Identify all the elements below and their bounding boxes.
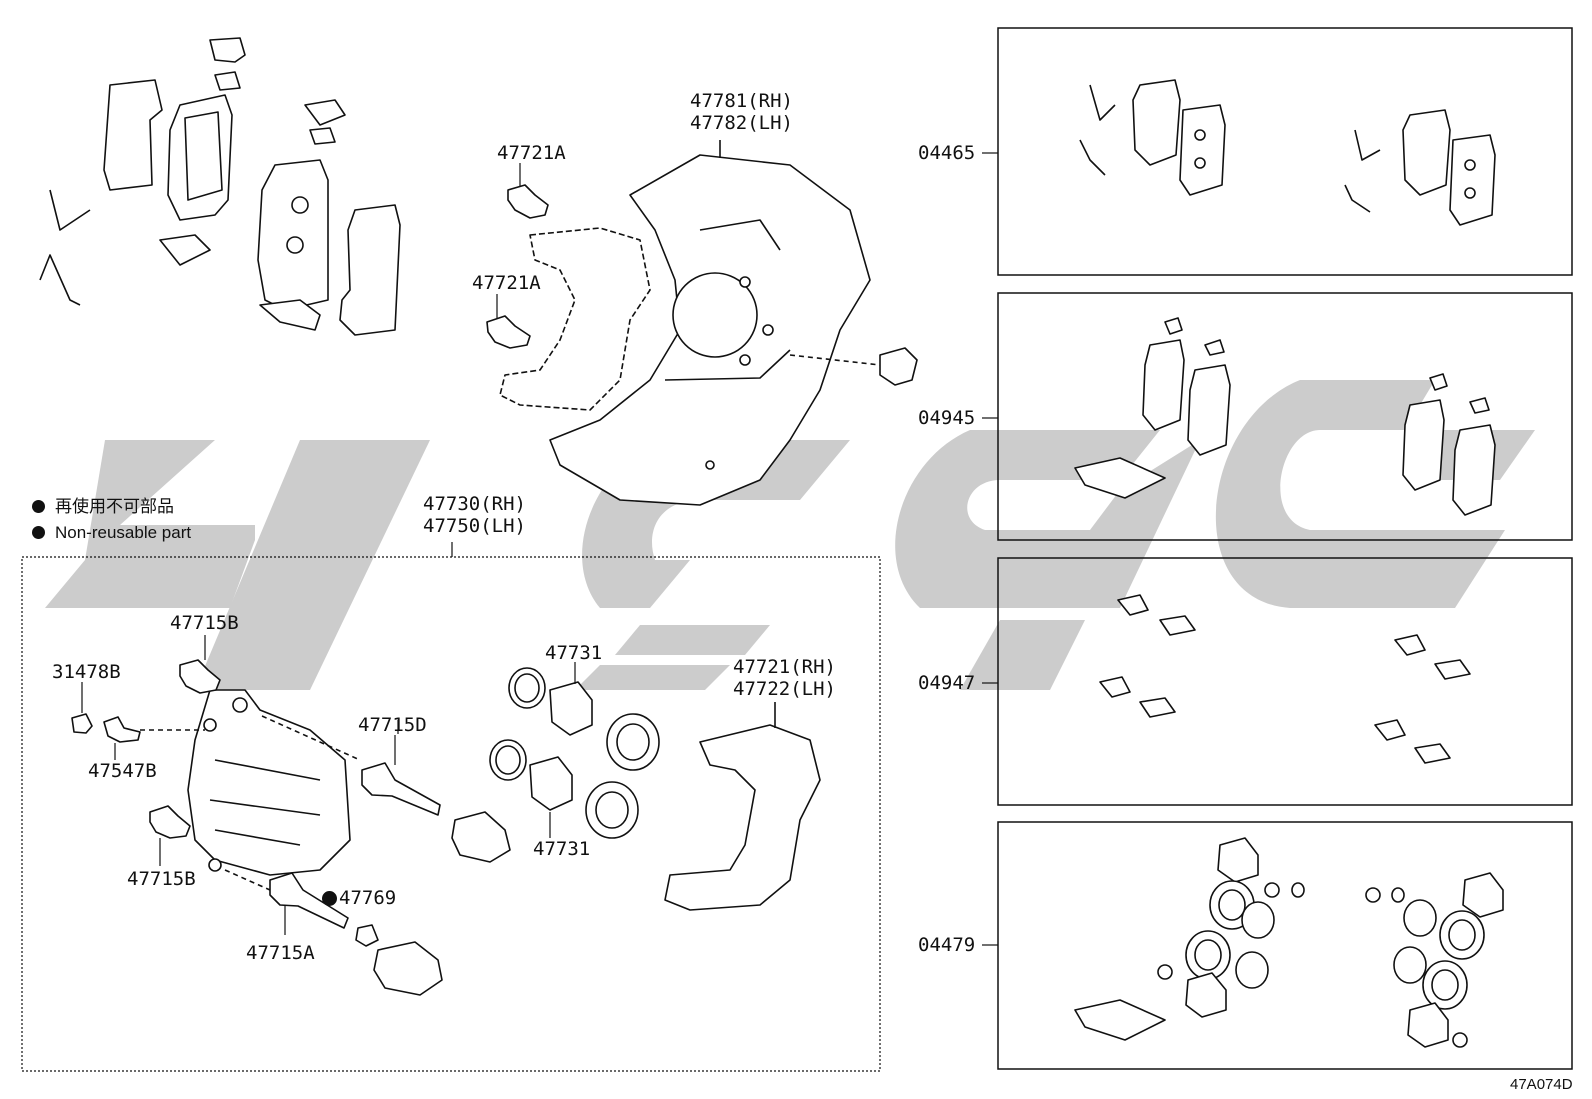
part-label-47750-lh[interactable]: 47750(LH): [423, 515, 526, 537]
kit-label-04947[interactable]: 04947: [918, 672, 976, 694]
kit-label-04945[interactable]: 04945: [918, 407, 976, 429]
part-label-47547b[interactable]: 47547B: [88, 760, 157, 782]
part-label-47769[interactable]: 47769: [322, 887, 396, 909]
kit-leader-lines: [982, 152, 998, 946]
part-label-47731-top[interactable]: 47731: [545, 642, 603, 664]
kit-boxes: [997, 27, 1573, 1070]
part-label-47722-lh[interactable]: 47722(LH): [733, 678, 836, 700]
part-label-47769-text: 47769: [339, 887, 397, 909]
kit-label-04465[interactable]: 04465: [918, 142, 976, 164]
legend-japanese: 再使用不可部品: [32, 496, 174, 518]
part-label-47721a-mid[interactable]: 47721A: [472, 272, 541, 294]
part-label-47715d[interactable]: 47715D: [358, 714, 427, 736]
parts-line-art: [39, 37, 1504, 1048]
part-label-47715b-bottom[interactable]: 47715B: [127, 868, 196, 890]
non-reusable-dot-icon: [32, 526, 45, 539]
part-label-47781-rh[interactable]: 47781(RH): [690, 90, 793, 112]
part-label-47782-lh[interactable]: 47782(LH): [690, 112, 793, 134]
caliper-assembly-box: [21, 542, 881, 1072]
legend-english-text: Non-reusable part: [55, 523, 192, 542]
non-reusable-dot-icon: [322, 891, 337, 906]
kit-label-04479[interactable]: 04479: [918, 934, 976, 956]
part-label-47715b-top[interactable]: 47715B: [170, 612, 239, 634]
part-label-47721-rh[interactable]: 47721(RH): [733, 656, 836, 678]
label-leader-lines: [81, 163, 576, 935]
part-label-47731-bottom[interactable]: 47731: [533, 838, 591, 860]
part-label-47730-rh[interactable]: 47730(RH): [423, 493, 526, 515]
legend-english: Non-reusable part: [32, 522, 191, 544]
legend-japanese-text: 再使用不可部品: [55, 497, 174, 516]
part-label-31478b[interactable]: 31478B: [52, 661, 121, 683]
part-label-47715a[interactable]: 47715A: [246, 942, 315, 964]
diagram-code: 47A074D: [1510, 1076, 1573, 1093]
part-label-47721a-top[interactable]: 47721A: [497, 142, 566, 164]
non-reusable-dot-icon: [32, 500, 45, 513]
